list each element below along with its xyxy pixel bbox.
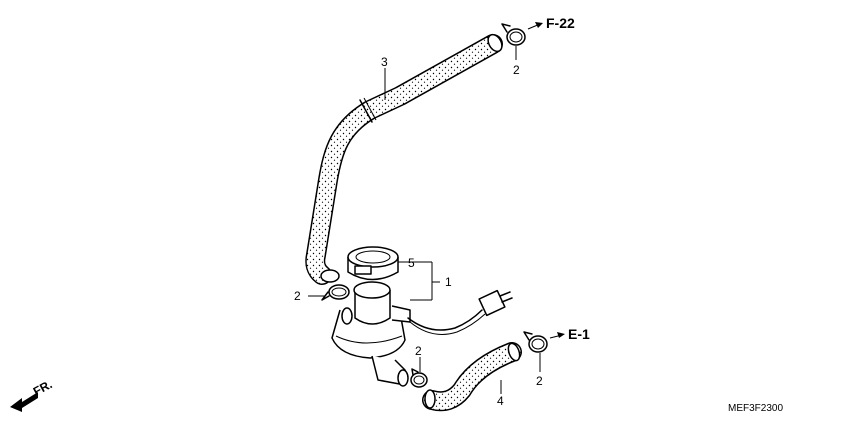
- air-valve-part-1: [331, 281, 411, 387]
- arrow-e1: [549, 332, 565, 339]
- clamp-right: [523, 331, 548, 353]
- clamp-middle: [410, 368, 428, 388]
- label-part-2-middle: 2: [415, 344, 422, 358]
- label-part-5: 5: [408, 256, 415, 270]
- rubber-mount-part-5: [347, 246, 399, 281]
- label-part-1: 1: [445, 275, 452, 289]
- wire-harness: [407, 289, 513, 335]
- label-part-4: 4: [497, 394, 504, 408]
- arrow-f22: [527, 22, 543, 30]
- leader-lines: [308, 46, 541, 394]
- label-part-2-top: 2: [513, 63, 520, 77]
- reference-f22: F-22: [546, 15, 575, 31]
- front-direction-marker: FR.: [10, 377, 54, 412]
- label-part-3: 3: [381, 55, 388, 69]
- hose-part-3: [305, 33, 503, 285]
- label-part-2-left: 2: [294, 289, 301, 303]
- label-part-2-right: 2: [536, 374, 543, 388]
- diagram-code: MEF3F2300: [728, 403, 783, 414]
- clamp-left: [321, 284, 350, 301]
- clamp-top: [501, 23, 526, 46]
- hose-part-4: [422, 342, 522, 412]
- reference-e1: E-1: [568, 326, 590, 342]
